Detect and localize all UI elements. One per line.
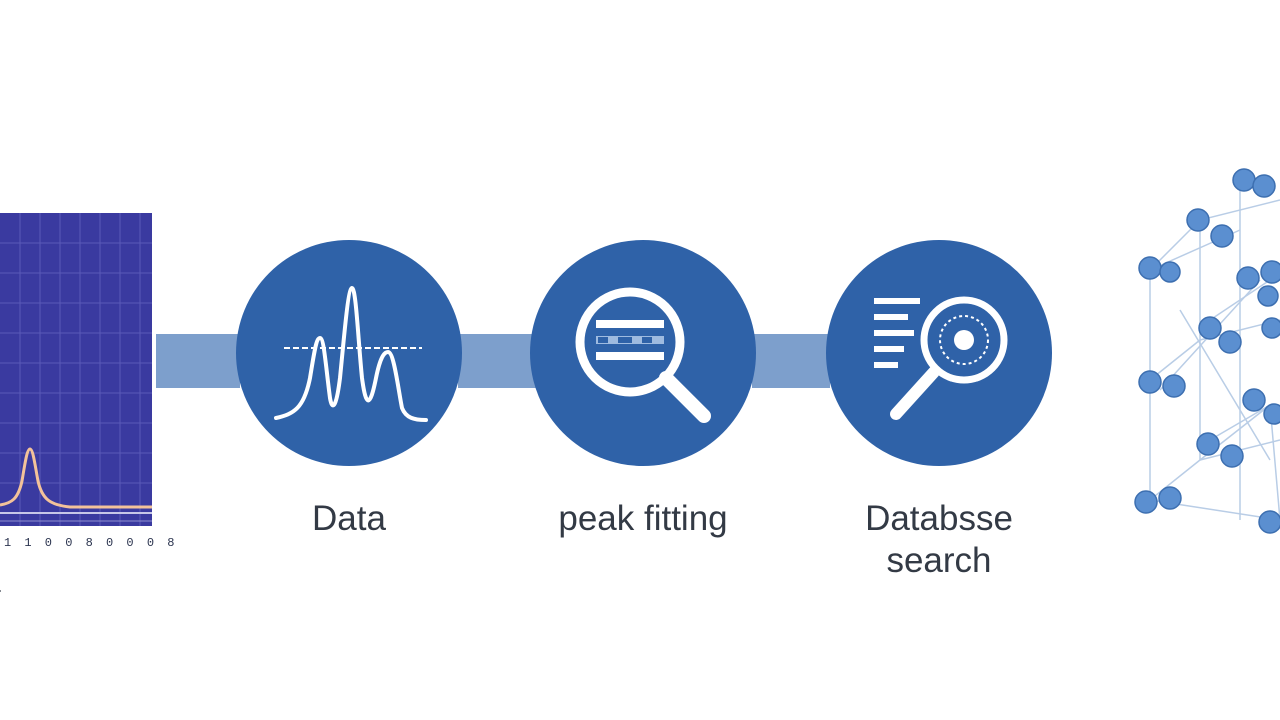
step-peak-fitting-label: peak fitting xyxy=(558,499,728,538)
step-database-search-label-line2: search xyxy=(886,541,992,580)
spectrum-plot-icon xyxy=(0,213,152,526)
step-database-search-circle xyxy=(826,240,1052,466)
magnifier-table-icon xyxy=(575,287,711,423)
database-search-icon xyxy=(874,296,1008,420)
connector-left xyxy=(156,334,240,388)
spectrum-tick-labels: 1 1 0 0 8 0 0 0 8 xyxy=(4,536,178,550)
spectrum-peaks-icon xyxy=(274,286,428,422)
step-peak-fitting-circle xyxy=(530,240,756,466)
step-database-search-label: Databsse search xyxy=(826,498,1052,582)
crystal-lattice-icon xyxy=(1134,168,1280,534)
step-data-label: Data xyxy=(312,499,386,538)
spectrum-panel-caption: a xyxy=(0,566,1,600)
step-data-circle xyxy=(236,240,462,466)
spectrum-panel xyxy=(0,213,152,526)
connector-right xyxy=(752,334,830,388)
step-database-search-label-line1: Databsse xyxy=(865,499,1013,538)
connector-middle xyxy=(458,334,536,388)
